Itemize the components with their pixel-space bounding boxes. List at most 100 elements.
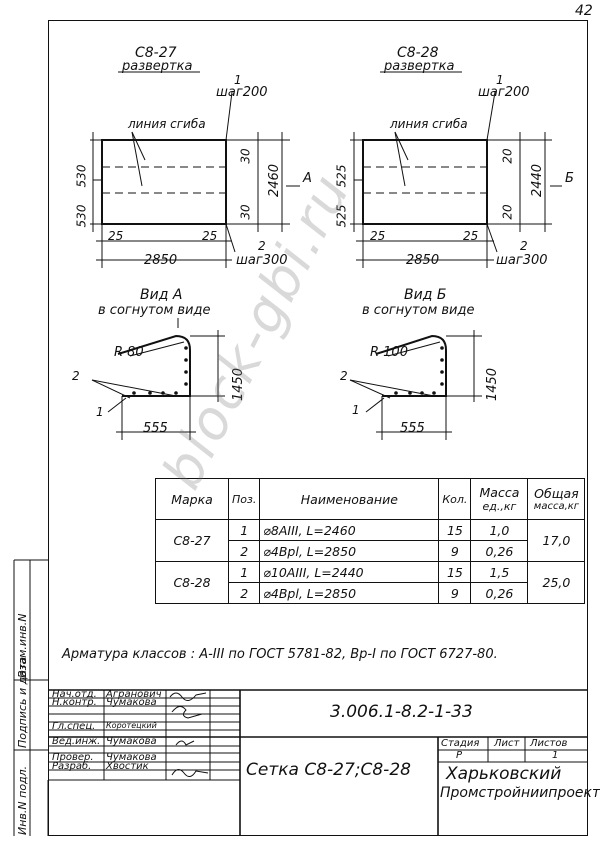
- stamp-role: Н.контр.: [52, 697, 97, 708]
- cell-pos: 1: [227, 561, 261, 583]
- left-dim-30a: 30: [238, 148, 253, 164]
- table-row: С8-27 1 ⌀8АIII, L=2460 15 1,0 17,0: [155, 519, 586, 562]
- view-a-radius: R 80: [114, 345, 144, 360]
- left-pos1: 1: [234, 73, 242, 87]
- signatures: [169, 692, 209, 777]
- left-dim-height: 2460: [267, 163, 283, 198]
- cell-total: 25,0: [527, 561, 586, 604]
- table-row: 2 ⌀4Вpl, L=2850 9 0,26: [156, 582, 585, 604]
- right-subtitle: развертка: [384, 59, 455, 74]
- cell-pos: 1: [227, 519, 261, 541]
- left-view-arrow: А: [303, 171, 312, 186]
- header-qty: Кол.: [438, 478, 472, 520]
- cell-mass: 0,26: [470, 540, 529, 562]
- header-mark: Марка: [155, 478, 229, 520]
- left-dim-25b: 25: [202, 229, 218, 243]
- header-total: Общая масса,кг: [527, 478, 586, 520]
- view-b-title: Вид Б: [404, 287, 447, 303]
- cell-name: ⌀10АIII, L=2440: [259, 561, 440, 583]
- left-dim-bot: 530: [74, 204, 89, 228]
- sheet-label: Лист: [494, 738, 520, 749]
- left-dim-30b: 30: [238, 204, 253, 220]
- left-step1: шаг200: [216, 85, 268, 100]
- right-view-arrow: Б: [565, 171, 574, 186]
- view-a-pos2: 2: [72, 369, 80, 383]
- stamp-name: Агранович: [106, 689, 162, 700]
- cell-name: ⌀4Вpl, L=2850: [259, 582, 440, 604]
- cell-name: ⌀8АIII, L=2460: [259, 519, 440, 541]
- right-dim-20b: 20: [500, 204, 515, 220]
- cell-qty: 9: [438, 540, 472, 562]
- left-dim-25a: 25: [108, 229, 124, 243]
- page-number: 42: [575, 3, 593, 19]
- view-a-width: 555: [143, 421, 168, 436]
- header-mass-line2: ед.,кг: [482, 500, 517, 513]
- organization-line2: Промстройниипроект: [440, 785, 600, 801]
- stamp-name: Коротецкий: [106, 721, 157, 730]
- document-code: 3.006.1-8.2-1-33: [330, 702, 473, 722]
- cell-mass: 1,0: [470, 519, 529, 541]
- view-a-title: Вид А: [140, 287, 183, 303]
- header-total-line2: масса,кг: [533, 501, 580, 512]
- view-a-subtitle: в согнутом виде: [98, 303, 211, 318]
- left-step2: шаг300: [236, 253, 288, 268]
- cell-mark: С8-27: [155, 519, 229, 562]
- view-b-drawing: [349, 330, 482, 440]
- header-pos: Поз.: [227, 478, 261, 520]
- stamp-name: Чумакова: [106, 697, 157, 708]
- cell-mass: 1,5: [470, 561, 529, 583]
- cell-pos: 2: [227, 582, 261, 604]
- cell-qty: 9: [438, 582, 472, 604]
- header-mass: Масса ед.,кг: [470, 478, 529, 520]
- table-row: С8-28 1 ⌀10АIII, L=2440 15 1,5 25,0: [155, 561, 586, 604]
- stage-value: Р: [456, 750, 463, 761]
- stamp-name: Чумакова: [106, 736, 157, 747]
- left-pos2: 2: [258, 239, 266, 253]
- right-dim-25b: 25: [463, 229, 479, 243]
- drawing-frame: [48, 20, 588, 836]
- stamp-role: Разраб.: [52, 761, 92, 772]
- left-title: С8-27: [135, 45, 177, 61]
- specification-table: Марка Поз. Наименование Кол. Масса ед.,к…: [155, 478, 586, 604]
- cell-mass: 0,26: [470, 582, 529, 604]
- left-mesh-drawing: [90, 71, 300, 268]
- side-label-inv: Инв.N подл.: [16, 765, 29, 835]
- right-mesh-drawing: [350, 71, 562, 268]
- right-dim-20a: 20: [500, 148, 515, 164]
- cell-pos: 2: [227, 540, 261, 562]
- left-dim-top: 530: [74, 164, 89, 188]
- stamp-name: Хвостик: [106, 761, 149, 772]
- view-a-drawing: [91, 318, 225, 440]
- drawing-title: Сетка С8-27;С8-28: [246, 760, 411, 780]
- view-b-width: 555: [400, 421, 425, 436]
- stamp-name: Чумакова: [106, 752, 157, 763]
- left-dim-width: 2850: [144, 253, 178, 268]
- view-a-pos1: 1: [96, 405, 104, 419]
- right-title: С8-28: [397, 45, 439, 61]
- header-mass-line1: Масса: [479, 485, 520, 500]
- cell-total: 17,0: [527, 519, 586, 562]
- stamp-role: Вед.инж.: [52, 736, 101, 747]
- cell-mark: С8-28: [155, 561, 229, 604]
- right-pos1: 1: [496, 73, 504, 87]
- view-b-height: 1450: [485, 367, 501, 402]
- rebar-dots: [132, 346, 444, 395]
- organization-line1: Харьковский: [446, 764, 562, 784]
- right-bend: линия сгиба: [390, 117, 468, 131]
- right-pos2: 2: [520, 239, 528, 253]
- right-dim-25a: 25: [370, 229, 386, 243]
- title-block-lines: [13, 559, 588, 836]
- header-name: Наименование: [259, 478, 440, 520]
- right-step1: шаг200: [478, 85, 530, 100]
- stamp-role: Провер.: [52, 752, 94, 763]
- stage-label: Стадия: [441, 738, 480, 749]
- left-bend: линия сгиба: [128, 117, 206, 131]
- right-dim-width: 2850: [406, 253, 440, 268]
- view-b-subtitle: в согнутом виде: [362, 303, 475, 318]
- stamp-role: Гл.спец.: [52, 721, 96, 732]
- stamp-role: Нач.отд.: [52, 689, 97, 700]
- sheets-value: 1: [552, 750, 559, 761]
- cell-name: ⌀4Вpl, L=2850: [259, 540, 440, 562]
- view-b-pos2: 2: [340, 369, 348, 383]
